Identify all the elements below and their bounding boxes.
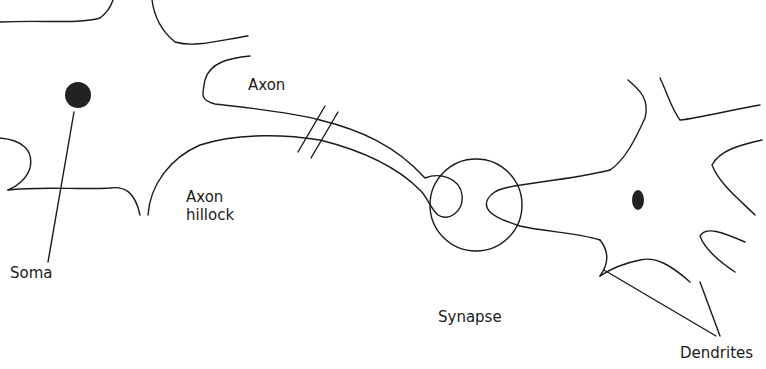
leader-line	[48, 112, 74, 262]
neuron-outline	[700, 231, 745, 272]
part-label: Soma	[10, 264, 90, 282]
leader-line	[604, 270, 716, 336]
neuron-outline	[712, 140, 762, 215]
break-mark	[311, 112, 338, 158]
neuron-outline	[152, 0, 248, 44]
neuron-outline	[8, 188, 140, 215]
neuron-outline	[486, 170, 610, 240]
neuron-outline	[610, 80, 646, 170]
neuron-outline	[600, 259, 690, 282]
break-mark	[298, 106, 325, 152]
neuron-outline	[660, 78, 760, 120]
neuron-outline	[0, 138, 31, 190]
part-label: Synapse	[438, 308, 538, 326]
synapse-circle	[430, 159, 522, 251]
part-label: Axon	[248, 76, 328, 94]
part-label: Axon hillock	[186, 188, 266, 224]
neuron-outline	[0, 0, 113, 22]
nucleus	[632, 190, 644, 210]
leader-line	[700, 282, 720, 336]
nucleus	[65, 82, 91, 108]
part-label: Dendrites	[680, 344, 764, 362]
